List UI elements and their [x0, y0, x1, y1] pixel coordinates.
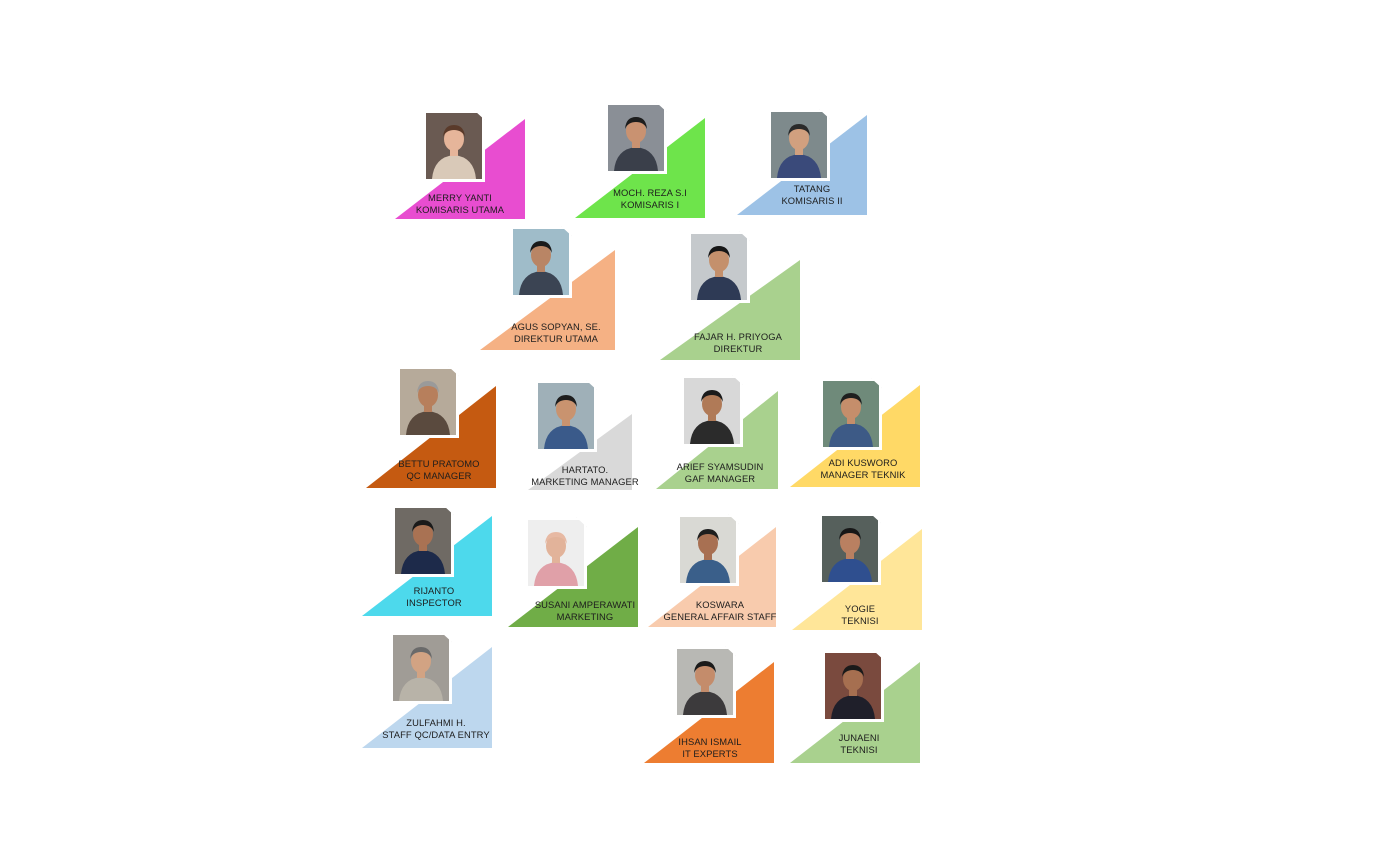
member-title: QC MANAGER [406, 470, 472, 481]
member-title: DIREKTUR UTAMA [513, 333, 599, 344]
member-title: IT EXPERTS [682, 748, 738, 759]
portrait-junaeni [825, 653, 881, 719]
photo-merry-yanti [423, 110, 485, 182]
portrait-ihsan-ismail [677, 649, 733, 715]
member-name: BETTU PRATOMO [398, 458, 480, 469]
member-name: AGUS SOPYAN, SE. [511, 321, 601, 332]
member-title: TEKNISI [841, 615, 879, 626]
member-title: KOMISARIS UTAMA [415, 204, 505, 215]
member-name: MERRY YANTI [428, 192, 492, 203]
member-title: GAF MANAGER [684, 473, 756, 484]
portrait-agus-sopyan-se [513, 229, 569, 295]
member-title: INSPECTOR [406, 597, 462, 608]
photo-koswara [677, 514, 739, 586]
portrait-adi-kusworo [823, 381, 879, 447]
member-name: SUSANI AMPERAWATI [534, 599, 636, 610]
photo-tatang [768, 109, 830, 181]
photo-arief-syamsudin [681, 375, 743, 447]
member-title: MARKETING [556, 611, 614, 622]
photo-hartato [535, 380, 597, 452]
label-zulfahmi-h: ZULFAHMI H.STAFF QC/DATA ENTRY [366, 717, 506, 741]
photo-junaeni [822, 650, 884, 722]
photo-rijanto [392, 505, 454, 577]
member-title: MANAGER TEKNIK [820, 469, 906, 480]
photo-agus-sopyan-se [510, 226, 572, 298]
member-name: TATANG [793, 183, 831, 194]
photo-fajar-h-priyoga [688, 231, 750, 303]
member-name: IHSAN ISMAIL [678, 736, 742, 747]
portrait-zulfahmi-h [393, 635, 449, 701]
member-name: JUNAENI [838, 732, 880, 743]
member-name: ADI KUSWORO [828, 457, 898, 468]
member-title: KOMISARIS II [781, 195, 843, 206]
member-name: MOCH. REZA S.I [613, 187, 687, 198]
photo-susani-amperawati [525, 517, 587, 589]
member-name: ARIEF SYAMSUDIN [676, 461, 764, 472]
member-title: MARKETING MANAGER [531, 476, 639, 487]
photo-moch-reza-s-i [605, 102, 667, 174]
label-hartato: HARTATO.MARKETING MANAGER [515, 464, 655, 488]
photo-ihsan-ismail [674, 646, 736, 718]
portrait-tatang [771, 112, 827, 178]
photo-zulfahmi-h [390, 632, 452, 704]
member-name: RIJANTO [413, 585, 455, 596]
portrait-moch-reza-s-i [608, 105, 664, 171]
portrait-susani-amperawati [528, 520, 584, 586]
member-title: KOMISARIS I [620, 199, 680, 210]
member-name: HARTATO. [561, 464, 609, 475]
photo-yogie [819, 513, 881, 585]
label-agus-sopyan-se: AGUS SOPYAN, SE.DIREKTUR UTAMA [486, 321, 626, 345]
member-title: TEKNISI [840, 744, 878, 755]
portrait-koswara [680, 517, 736, 583]
portrait-rijanto [395, 508, 451, 574]
member-name: YOGIE [844, 603, 876, 614]
portrait-arief-syamsudin [684, 378, 740, 444]
portrait-hartato [538, 383, 594, 449]
photo-adi-kusworo [820, 378, 882, 450]
member-name: ZULFAHMI H. [406, 717, 466, 728]
member-title: STAFF QC/DATA ENTRY [382, 729, 490, 740]
member-title: GENERAL AFFAIR STAFF [663, 611, 777, 622]
portrait-merry-yanti [426, 113, 482, 179]
member-title: DIREKTUR [713, 343, 763, 354]
portrait-yogie [822, 516, 878, 582]
photo-bettu-pratomo [397, 366, 459, 438]
portrait-fajar-h-priyoga [691, 234, 747, 300]
portrait-bettu-pratomo [400, 369, 456, 435]
member-name: FAJAR H. PRIYOGA [693, 331, 783, 342]
member-name: KOSWARA [695, 599, 745, 610]
